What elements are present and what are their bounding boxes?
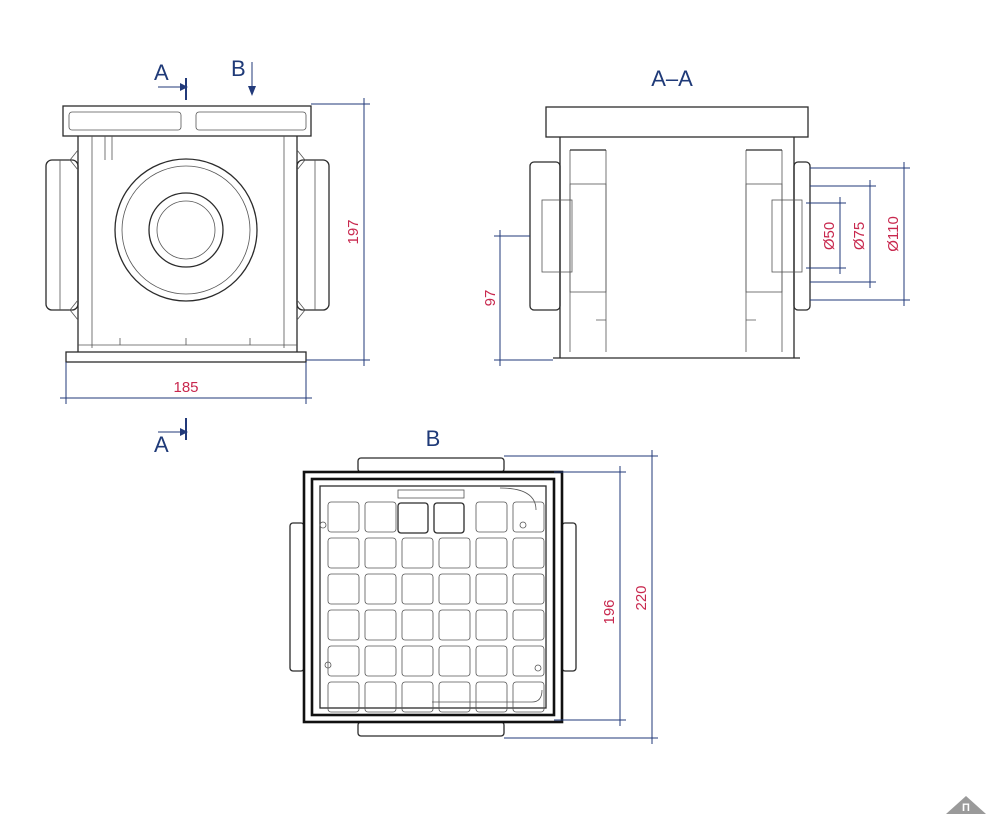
dim-197: 197 [345, 219, 362, 244]
cut-label-b: B [231, 56, 246, 81]
grate-cell [327, 537, 360, 569]
dimension-front-height: 197 [306, 98, 370, 366]
dim-185: 185 [173, 379, 198, 396]
dimension-front-width: 185 [60, 362, 312, 404]
section-marker-bottom-a: A [154, 418, 188, 457]
grate-cell [438, 645, 471, 677]
grate-cell [401, 609, 434, 641]
grate-cell [512, 645, 545, 677]
grate-cell [475, 609, 508, 641]
dim-196: 196 [601, 599, 618, 624]
grate-cell [364, 681, 397, 713]
dim-d75: Ø75 [851, 222, 868, 250]
grate-cell [475, 501, 508, 533]
plan-grid [327, 501, 545, 713]
grate-cell [364, 573, 397, 605]
dim-d110: Ø110 [885, 216, 902, 252]
dim-d50: Ø50 [821, 222, 838, 250]
dim-97: 97 [482, 290, 499, 307]
grate-cell [401, 573, 434, 605]
grate-cell [364, 645, 397, 677]
grate-cell [327, 609, 360, 641]
grate-cell [401, 681, 434, 713]
dimension-plan-196: 196 [554, 466, 626, 726]
section-marker-top-a: A [154, 60, 188, 100]
grate-cell [364, 501, 397, 533]
grate-cell [512, 609, 545, 641]
front-view [45, 105, 330, 363]
cut-label-bottom: A [154, 432, 169, 457]
grate-cell [512, 681, 545, 713]
grate-cell [512, 537, 545, 569]
grate-cell [475, 537, 508, 569]
grate-cell [512, 573, 545, 605]
dimension-section-height: 97 [482, 230, 553, 366]
logo: П [946, 796, 986, 814]
grate-cell [475, 681, 508, 713]
section-view-title: A–A [651, 66, 693, 91]
section-marker-b: B [231, 56, 256, 96]
plan-view-title: B [426, 426, 441, 451]
grate-cell [438, 609, 471, 641]
grate-cell [475, 573, 508, 605]
grate-cell [438, 573, 471, 605]
grate-cell [512, 501, 545, 533]
dimension-plan-220: 220 [504, 450, 658, 744]
grate-cell [475, 645, 508, 677]
dimension-pipe-diameters: Ø50 Ø75 Ø110 [806, 162, 910, 306]
grate-cell [327, 645, 360, 677]
plan-view [289, 457, 577, 737]
cut-label-top: A [154, 60, 169, 85]
logo-text: П [962, 802, 970, 814]
dim-220: 220 [633, 585, 650, 610]
grate-cell [364, 609, 397, 641]
grate-cell [438, 681, 471, 713]
grate-cell [327, 573, 360, 605]
grate-cell [327, 501, 360, 533]
grate-cell [327, 681, 360, 713]
section-view [529, 106, 811, 359]
grate-cell [438, 537, 471, 569]
grate-cell [364, 537, 397, 569]
grate-cell [401, 537, 434, 569]
grate-cell [401, 645, 434, 677]
